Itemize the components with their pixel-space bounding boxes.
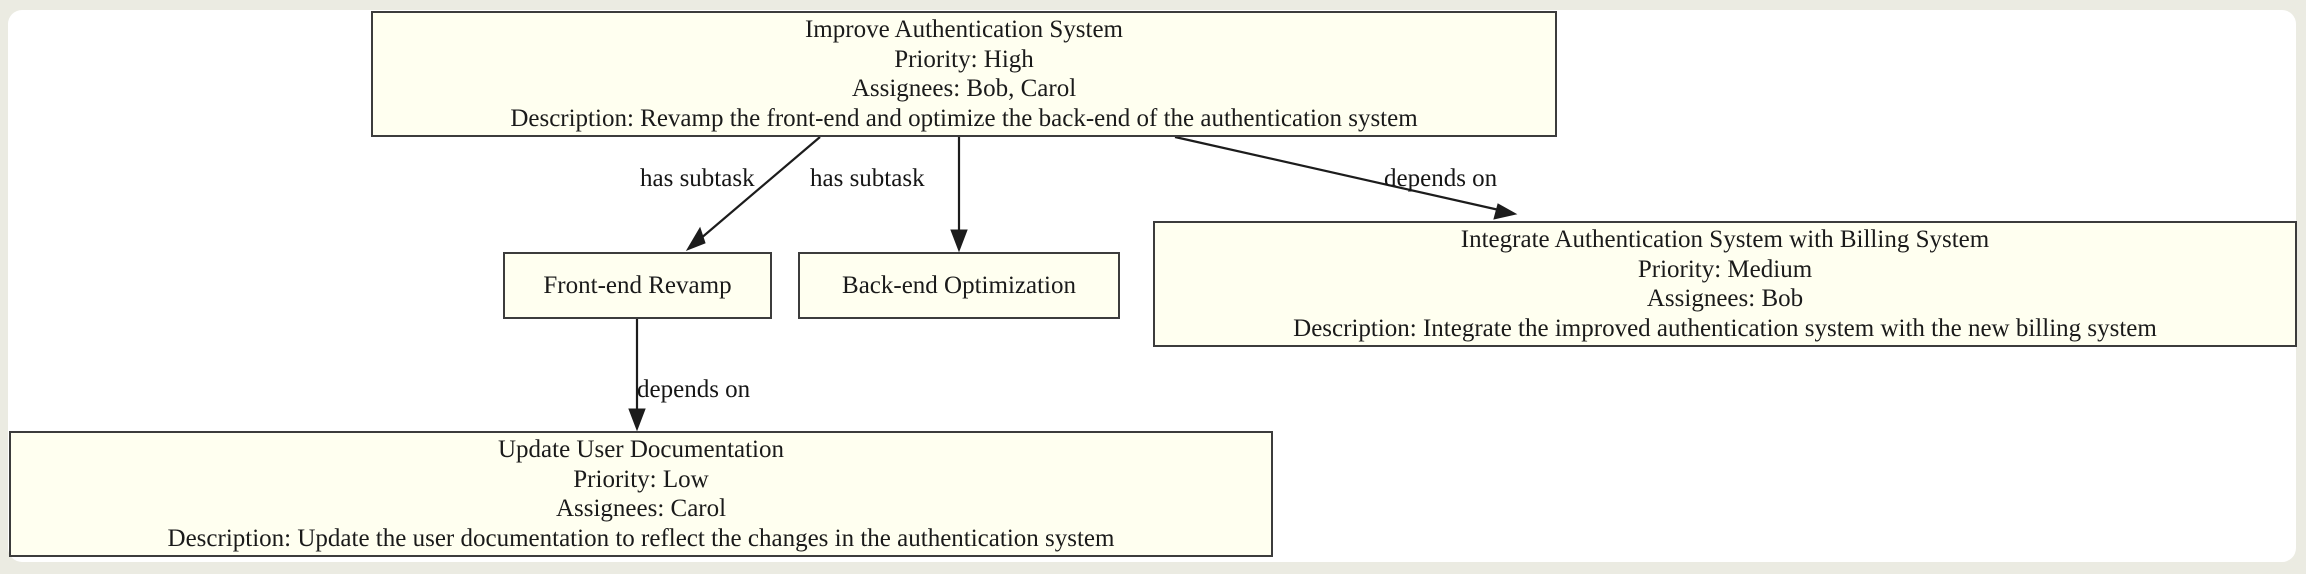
edge-depends-on-docs — [628, 319, 646, 432]
node-front-end-revamp[interactable]: Front-end Revamp — [503, 252, 772, 319]
node-back-end-optimization[interactable]: Back-end Optimization — [798, 252, 1120, 319]
node-assignees: Assignees: Bob, Carol — [851, 75, 1077, 102]
node-assignees: Assignees: Bob — [1646, 285, 1804, 312]
edge-label-depends-on-billing: depends on — [1384, 165, 1498, 192]
node-improve-authentication-system[interactable]: Improve Authentication System Priority: … — [371, 11, 1557, 137]
edge-label-has-subtask-backend: has subtask — [810, 165, 925, 192]
node-update-user-documentation[interactable]: Update User Documentation Priority: Low … — [9, 431, 1273, 557]
node-priority: Priority: Low — [573, 465, 709, 493]
edge-label-has-subtask-frontend: has subtask — [640, 165, 755, 192]
node-description: Description: Integrate the improved auth… — [1293, 314, 2157, 342]
node-priority: Priority: High — [894, 45, 1034, 73]
node-integrate-authentication-system-with-billing-system[interactable]: Integrate Authentication System with Bil… — [1153, 221, 2297, 347]
edge-label-depends-on-docs: depends on — [637, 376, 751, 403]
node-description: Description: Update the user documentati… — [167, 524, 1115, 552]
node-title: Improve Authentication System — [804, 16, 1123, 43]
node-description: Description: Revamp the front-end and op… — [510, 104, 1418, 132]
node-title: Integrate Authentication System with Bil… — [1460, 226, 1990, 253]
node-title: Update User Documentation — [497, 436, 785, 463]
edge-has-subtask-frontend — [685, 136, 821, 251]
node-title: Front-end Revamp — [543, 271, 732, 299]
edge-has-subtask-backend — [950, 137, 968, 253]
node-priority: Priority: Medium — [1637, 255, 1813, 283]
node-assignees: Assignees: Carol — [555, 495, 727, 522]
node-title: Back-end Optimization — [842, 271, 1076, 299]
